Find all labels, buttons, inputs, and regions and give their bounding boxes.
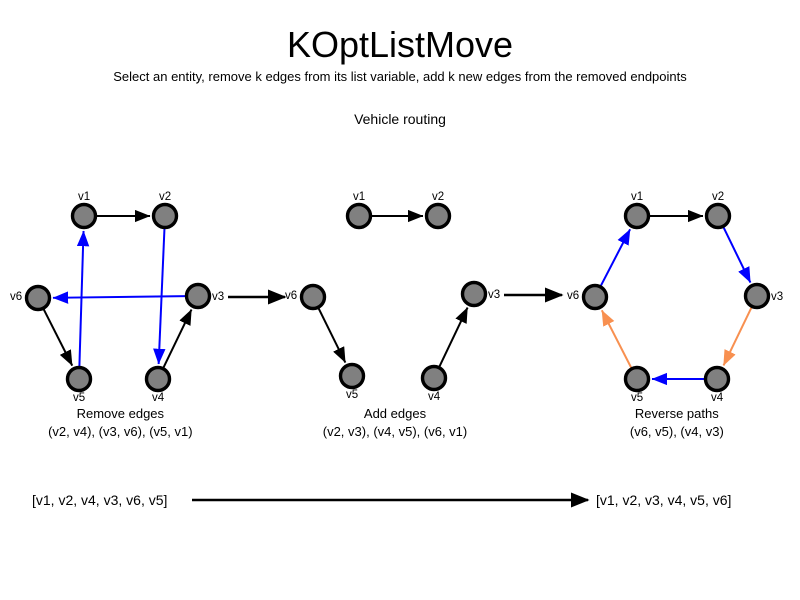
panel-caption-title-remove: Remove edges xyxy=(77,406,165,421)
panel-caption-detail-add: (v2, v3), (v4, v5), (v6, v1) xyxy=(323,424,467,439)
node-label: v5 xyxy=(631,392,643,404)
page-title: KOptListMove xyxy=(286,24,514,65)
graph-edge-remove-v5-v1 xyxy=(76,230,90,367)
graph-node-reverse-v4[interactable]: v4 xyxy=(703,365,731,405)
node-label: v6 xyxy=(285,290,297,302)
graph-node-add-v5[interactable]: v5 xyxy=(338,362,366,402)
panel-caption-title-add: Add edges xyxy=(364,406,427,421)
node-circle[interactable] xyxy=(184,282,212,310)
node-label: v6 xyxy=(10,291,22,303)
flow-arrows-layer xyxy=(228,287,564,305)
node-circle[interactable] xyxy=(70,202,98,230)
page-subtitle: Select an entity, remove k edges from it… xyxy=(113,69,687,84)
node-label: v4 xyxy=(428,391,441,403)
graph-node-remove-v1[interactable]: v1 xyxy=(70,191,98,230)
node-label: v5 xyxy=(346,389,358,401)
panel-caption-detail-remove: (v2, v4), (v3, v6), (v5, v1) xyxy=(48,424,192,439)
graph-edge-remove-v6-v5 xyxy=(42,308,74,367)
graph-edge-remove-v3-v6 xyxy=(52,291,186,304)
node-label: v6 xyxy=(567,290,579,302)
node-circle[interactable] xyxy=(704,202,732,230)
before-list: [v1, v2, v4, v3, v6, v5] xyxy=(32,492,167,508)
node-label: v4 xyxy=(711,392,724,404)
graph-edge-reverse-v5-v6 xyxy=(600,309,633,369)
graph-node-add-v3[interactable]: v3 xyxy=(460,280,501,308)
nodes-layer: v1 v2 v3 v4 v5 v6 v1 v2 v3 v4 v5 v6 v1 v2 v3 v4 v5 v6 xyxy=(10,191,783,404)
node-circle[interactable] xyxy=(424,202,452,230)
graph-edge-reverse-v2-v3 xyxy=(722,226,752,283)
node-label: v3 xyxy=(212,291,224,303)
graph-node-remove-v5[interactable]: v5 xyxy=(65,365,93,405)
graph-node-add-v4[interactable]: v4 xyxy=(420,364,448,404)
graph-node-reverse-v6[interactable]: v6 xyxy=(567,283,609,311)
node-circle[interactable] xyxy=(623,202,651,230)
graph-node-remove-v4[interactable]: v4 xyxy=(144,365,172,405)
result-row: [v1, v2, v4, v3, v6, v5] [v1, v2, v3, v4,… xyxy=(32,492,731,508)
node-label: v4 xyxy=(152,392,165,404)
graph-edge-reverse-v6-v1 xyxy=(599,228,631,287)
graph-node-reverse-v2[interactable]: v2 xyxy=(704,191,732,230)
graph-edge-add-v6-v5 xyxy=(317,307,347,363)
graph-edge-reverse-v3-v4 xyxy=(722,306,753,366)
node-label: v2 xyxy=(712,191,724,203)
node-circle[interactable] xyxy=(703,365,731,393)
graph-node-reverse-v3[interactable]: v3 xyxy=(743,282,784,310)
graph-node-add-v2[interactable]: v2 xyxy=(424,191,452,230)
after-list: [v1, v2, v3, v4, v5, v6] xyxy=(596,492,731,508)
edges-layer xyxy=(42,209,753,386)
node-circle[interactable] xyxy=(24,284,52,312)
node-circle[interactable] xyxy=(345,202,373,230)
node-label: v3 xyxy=(488,289,500,301)
node-circle[interactable] xyxy=(743,282,771,310)
graph-node-add-v6[interactable]: v6 xyxy=(285,283,327,311)
node-label: v5 xyxy=(73,392,85,404)
graph-node-reverse-v1[interactable]: v1 xyxy=(623,191,651,230)
node-circle[interactable] xyxy=(581,283,609,311)
node-label: v1 xyxy=(631,191,643,203)
node-circle[interactable] xyxy=(144,365,172,393)
node-circle[interactable] xyxy=(299,283,327,311)
node-label: v1 xyxy=(78,191,90,203)
node-label: v1 xyxy=(353,191,365,203)
graph-node-remove-v2[interactable]: v2 xyxy=(151,191,179,230)
panel-caption-title-reverse: Reverse paths xyxy=(635,406,719,421)
graph-node-add-v1[interactable]: v1 xyxy=(345,191,373,230)
node-label: v2 xyxy=(159,191,171,203)
graph-node-remove-v6[interactable]: v6 xyxy=(10,284,52,312)
node-label: v2 xyxy=(432,191,444,203)
graph-edge-add-v4-v3 xyxy=(438,307,469,368)
section-label: Vehicle routing xyxy=(354,111,446,127)
captions-layer: Remove edges (v2, v4), (v3, v6), (v5, v1)… xyxy=(48,406,724,439)
graph-node-reverse-v5[interactable]: v5 xyxy=(623,365,651,405)
graph-edge-remove-v4-v3 xyxy=(162,309,193,369)
node-circle[interactable] xyxy=(65,365,93,393)
panel-caption-detail-reverse: (v6, v5), (v4, v3) xyxy=(630,424,724,439)
node-circle[interactable] xyxy=(338,362,366,390)
node-circle[interactable] xyxy=(460,280,488,308)
node-circle[interactable] xyxy=(420,364,448,392)
node-circle[interactable] xyxy=(623,365,651,393)
node-circle[interactable] xyxy=(151,202,179,230)
node-label: v3 xyxy=(771,291,783,303)
graph-node-remove-v3[interactable]: v3 xyxy=(184,282,225,310)
